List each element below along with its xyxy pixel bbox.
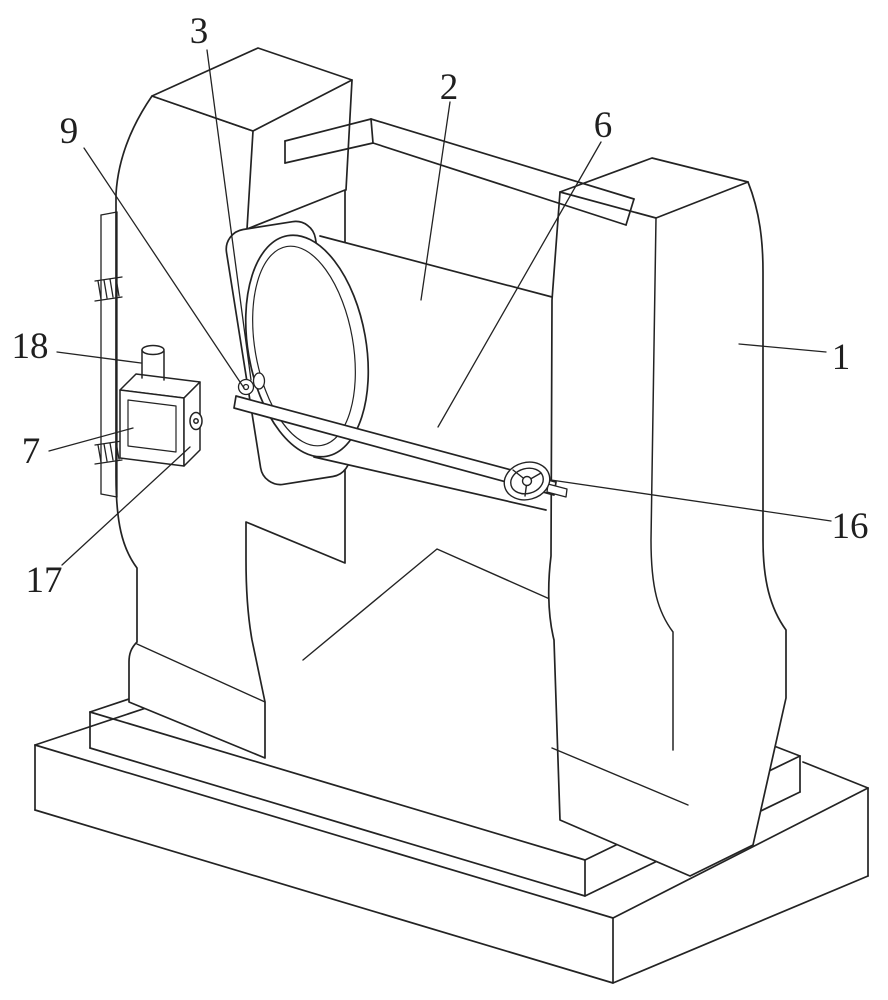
leader-line-3 [206, 49, 252, 381]
callout-label-1: 1 [832, 337, 851, 378]
callout-labels: 3 2 6 9 18 1 7 17 16 [12, 11, 869, 601]
callout-label-16: 16 [832, 506, 869, 547]
gearbox-front-face [119, 389, 185, 467]
callout-label-7: 7 [22, 431, 41, 472]
right-support-foot-edge [551, 747, 689, 806]
base-inner-floor-edge [302, 548, 553, 661]
leader-line-7 [48, 427, 134, 452]
fitting-bearing [237, 378, 255, 396]
gearbox-shaft-knob-center [193, 418, 199, 424]
leader-line-18 [56, 351, 142, 364]
rod-end-stub [546, 483, 568, 498]
base-slab-back-right-edge [802, 761, 869, 789]
right-support-column [547, 157, 787, 877]
drum-assembly [225, 220, 553, 511]
leader-line-2 [420, 101, 451, 301]
inlet-cylinder-sides [141, 349, 165, 381]
inlet-cylinder-top [141, 344, 165, 356]
leader-line-1 [738, 343, 827, 353]
rail-bottom-cap [100, 493, 118, 498]
callout-label-18: 18 [12, 326, 49, 367]
gearbox-shaft-knob [189, 411, 203, 431]
beam-right-end [625, 198, 635, 226]
callout-label-2: 2 [440, 67, 459, 108]
left-support-side-edge [345, 79, 353, 191]
leader-line-16 [550, 479, 832, 522]
top-guard-beam [284, 118, 635, 226]
callout-leader-lines [48, 49, 832, 566]
feed-rod [233, 395, 568, 498]
side-gearbox [119, 344, 203, 467]
leader-line-6 [437, 141, 602, 428]
right-support-silhouette [547, 157, 787, 877]
drawing-root [34, 47, 869, 984]
leader-line-9 [83, 147, 245, 389]
callout-label-3: 3 [190, 11, 209, 52]
rod-bar [233, 395, 557, 496]
rail-clamp-top [94, 276, 123, 302]
base-slab-back-left-edge [34, 705, 153, 746]
callout-label-9: 9 [60, 111, 79, 152]
right-support-front-edge [650, 217, 674, 751]
left-support-foot-edge [136, 643, 266, 703]
side-guide-rail [94, 211, 123, 498]
gearbox-front-panel [127, 399, 177, 453]
drum-bottom-generator [313, 456, 547, 511]
rail-top-cap [100, 211, 118, 216]
callout-label-6: 6 [594, 105, 613, 146]
callout-label-17: 17 [26, 560, 63, 601]
handwheel-hub [521, 475, 533, 487]
fitting-collar [252, 372, 266, 390]
drum-top-generator [319, 235, 553, 298]
rail-clamp-bottom [94, 440, 123, 465]
handwheel [503, 461, 551, 501]
leader-line-17 [61, 446, 191, 566]
beam-fold-line [370, 118, 374, 144]
drum-end-face-inner-rim [252, 245, 356, 447]
